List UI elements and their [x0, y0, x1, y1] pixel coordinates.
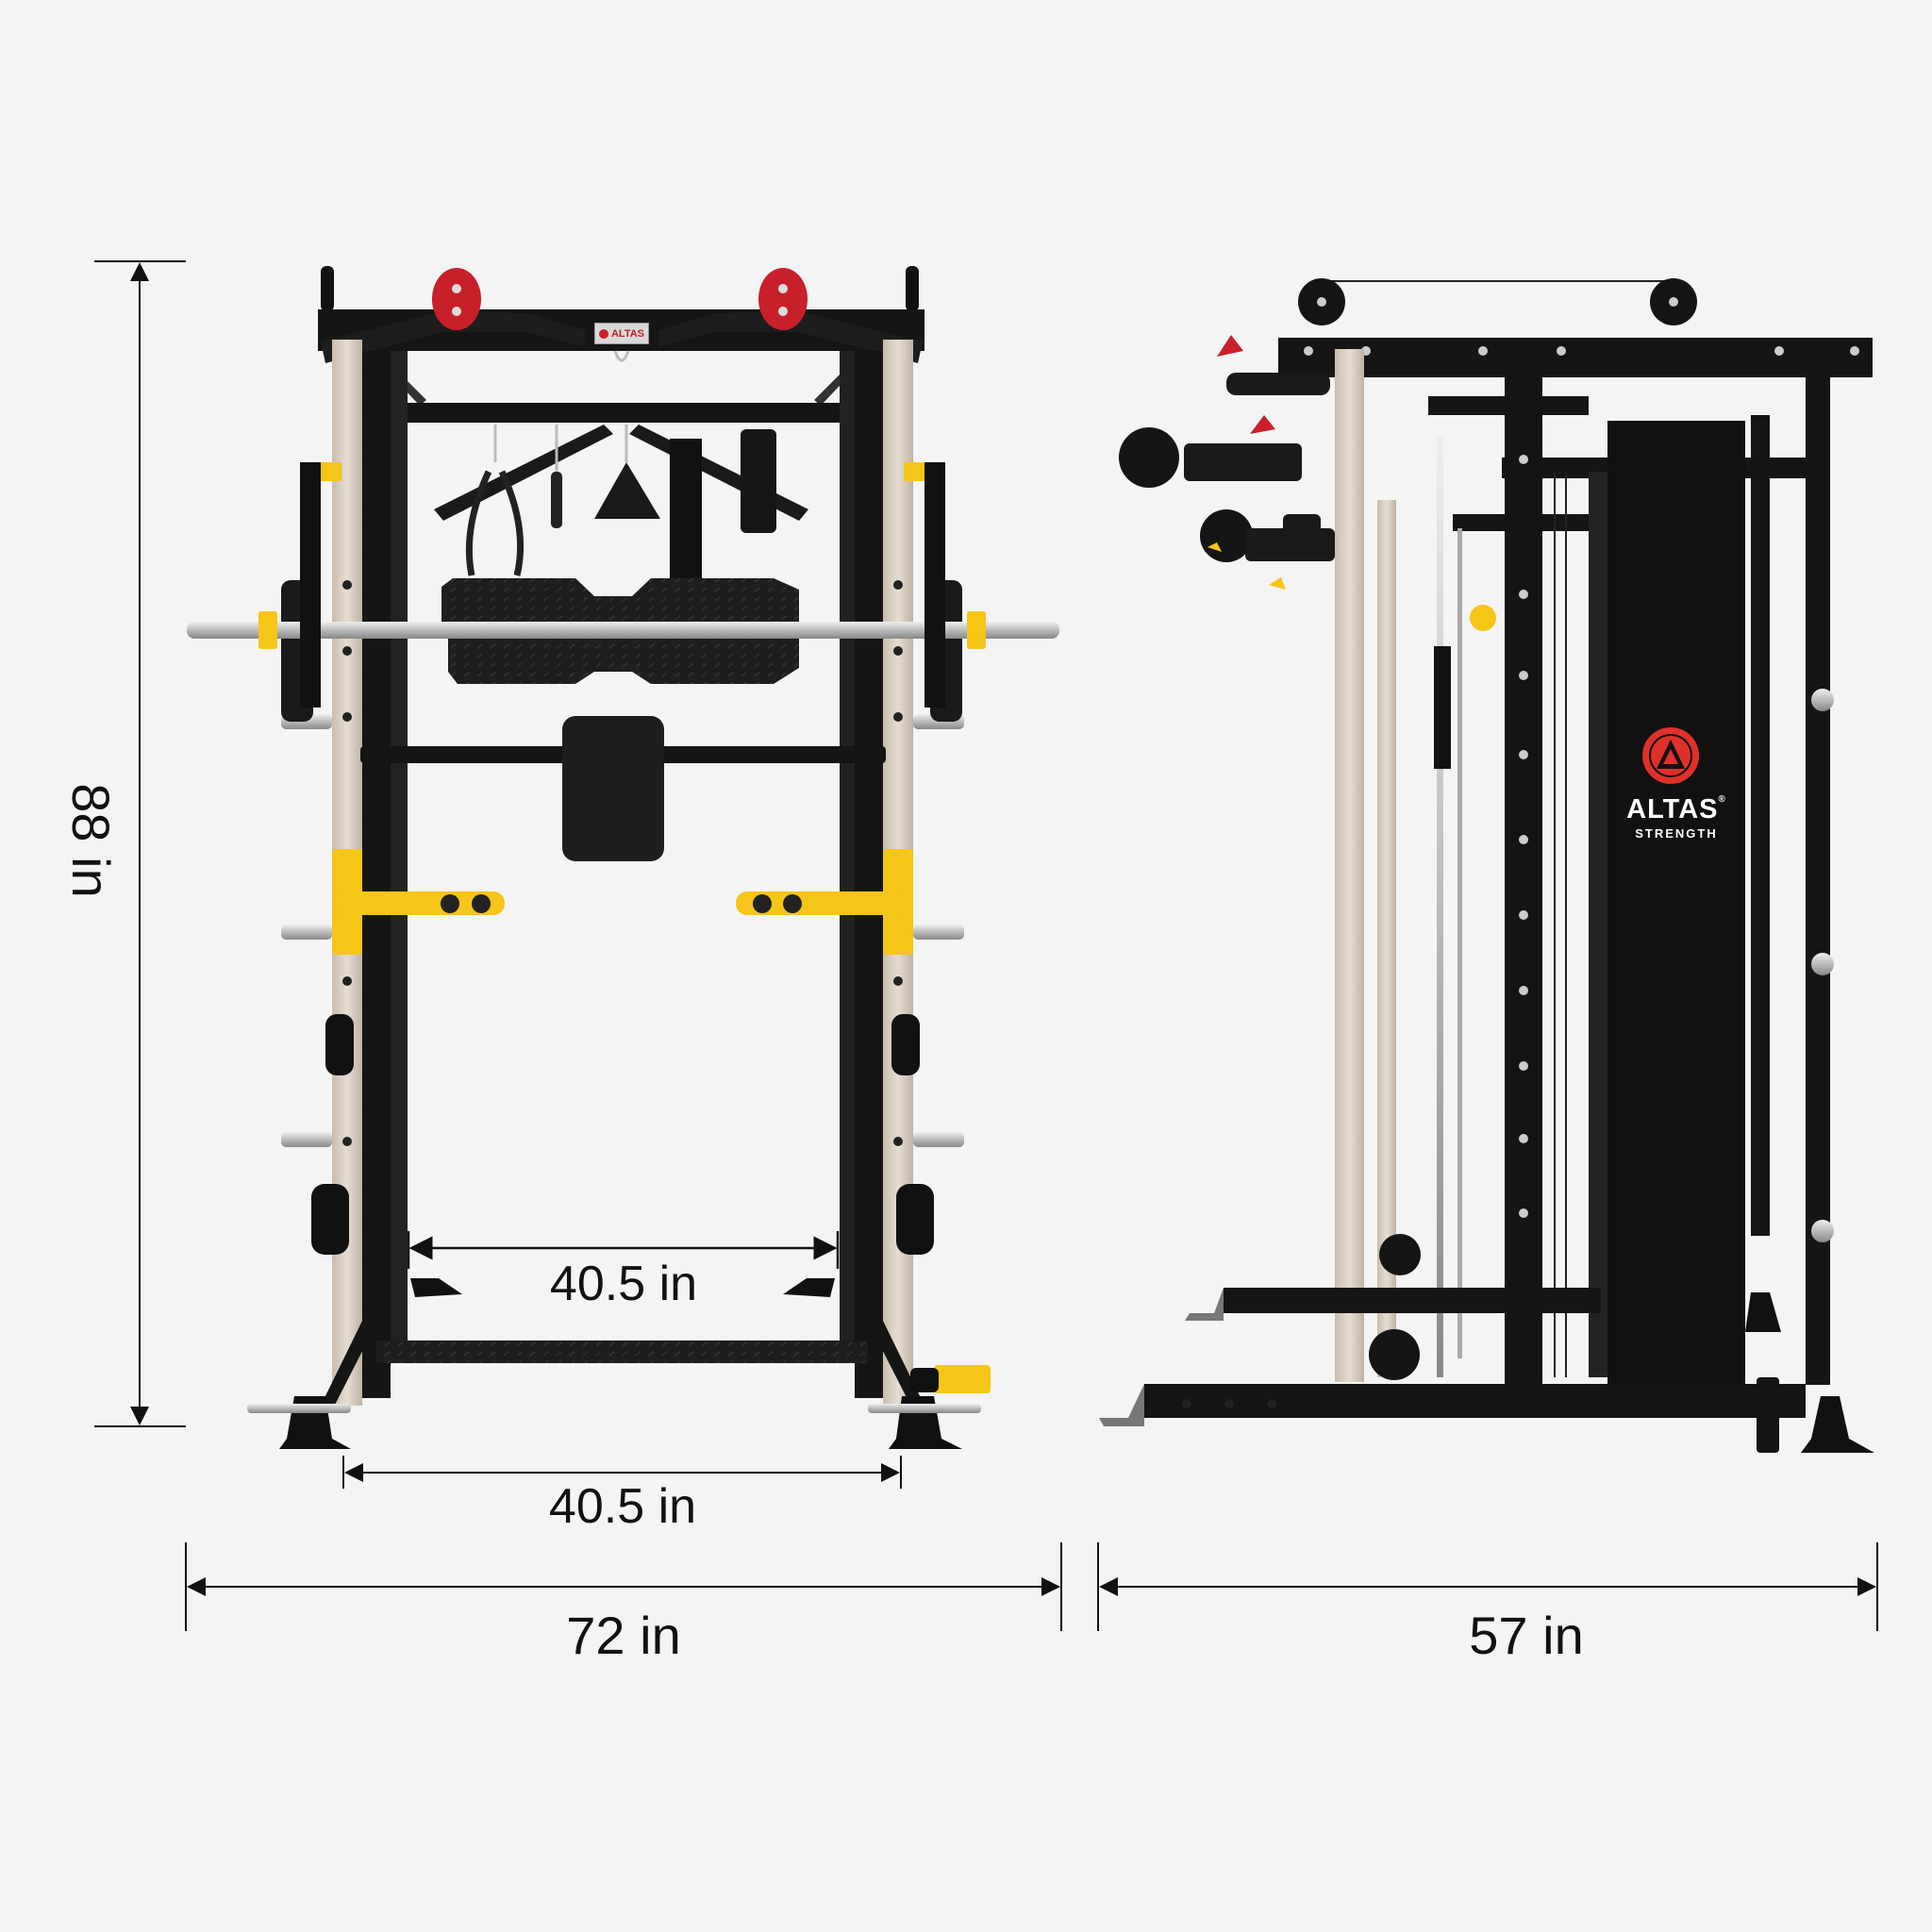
brand-logo: ALTAS® STRENGTH [1613, 794, 1740, 841]
overall-width-dimension-label: 72 in [566, 1606, 681, 1665]
registered-mark: ® [1718, 794, 1726, 805]
floor-plate [376, 1341, 868, 1363]
badge-text: ALTAS [610, 327, 645, 340]
barbell [187, 622, 1059, 639]
dimension-height-line [94, 260, 186, 1427]
brand-subtitle: STRENGTH [1635, 826, 1718, 841]
depth-dimension-label: 57 in [1469, 1606, 1584, 1665]
side-view-machine [1099, 278, 1874, 1453]
smith-steel-upright [1335, 349, 1364, 1382]
cable-attachments [465, 425, 776, 580]
brand-name: ALTAS [1626, 794, 1719, 824]
inner-width-dimension-label: 40.5 in [549, 1257, 698, 1311]
right-collar [967, 611, 986, 649]
dimension-depth-line [1097, 1542, 1878, 1631]
dimension-inner-width-line [407, 1231, 840, 1269]
right-red-grip [758, 268, 808, 330]
base-width-dimension-label: 40.5 in [548, 1479, 697, 1534]
dimension-base-width-line [342, 1456, 902, 1489]
altas-logo-icon [1642, 727, 1699, 784]
front-view-machine [187, 266, 1059, 1449]
main-upright [1505, 338, 1542, 1385]
weight-stack-shroud [1607, 421, 1745, 1418]
leg-roller-pad [562, 716, 664, 861]
height-dimension-label: 88 in [61, 783, 121, 898]
base-beam [1144, 1384, 1806, 1418]
left-red-grip [432, 268, 481, 330]
landmine-attachment [934, 1365, 991, 1393]
j-hooks [332, 849, 913, 955]
dimension-overall-width-line [185, 1542, 1062, 1631]
front-brand-badge: ALTAS [594, 323, 649, 344]
left-collar [258, 611, 277, 649]
badge-logo-icon [598, 328, 608, 339]
adjustable-arms [1119, 335, 1335, 590]
